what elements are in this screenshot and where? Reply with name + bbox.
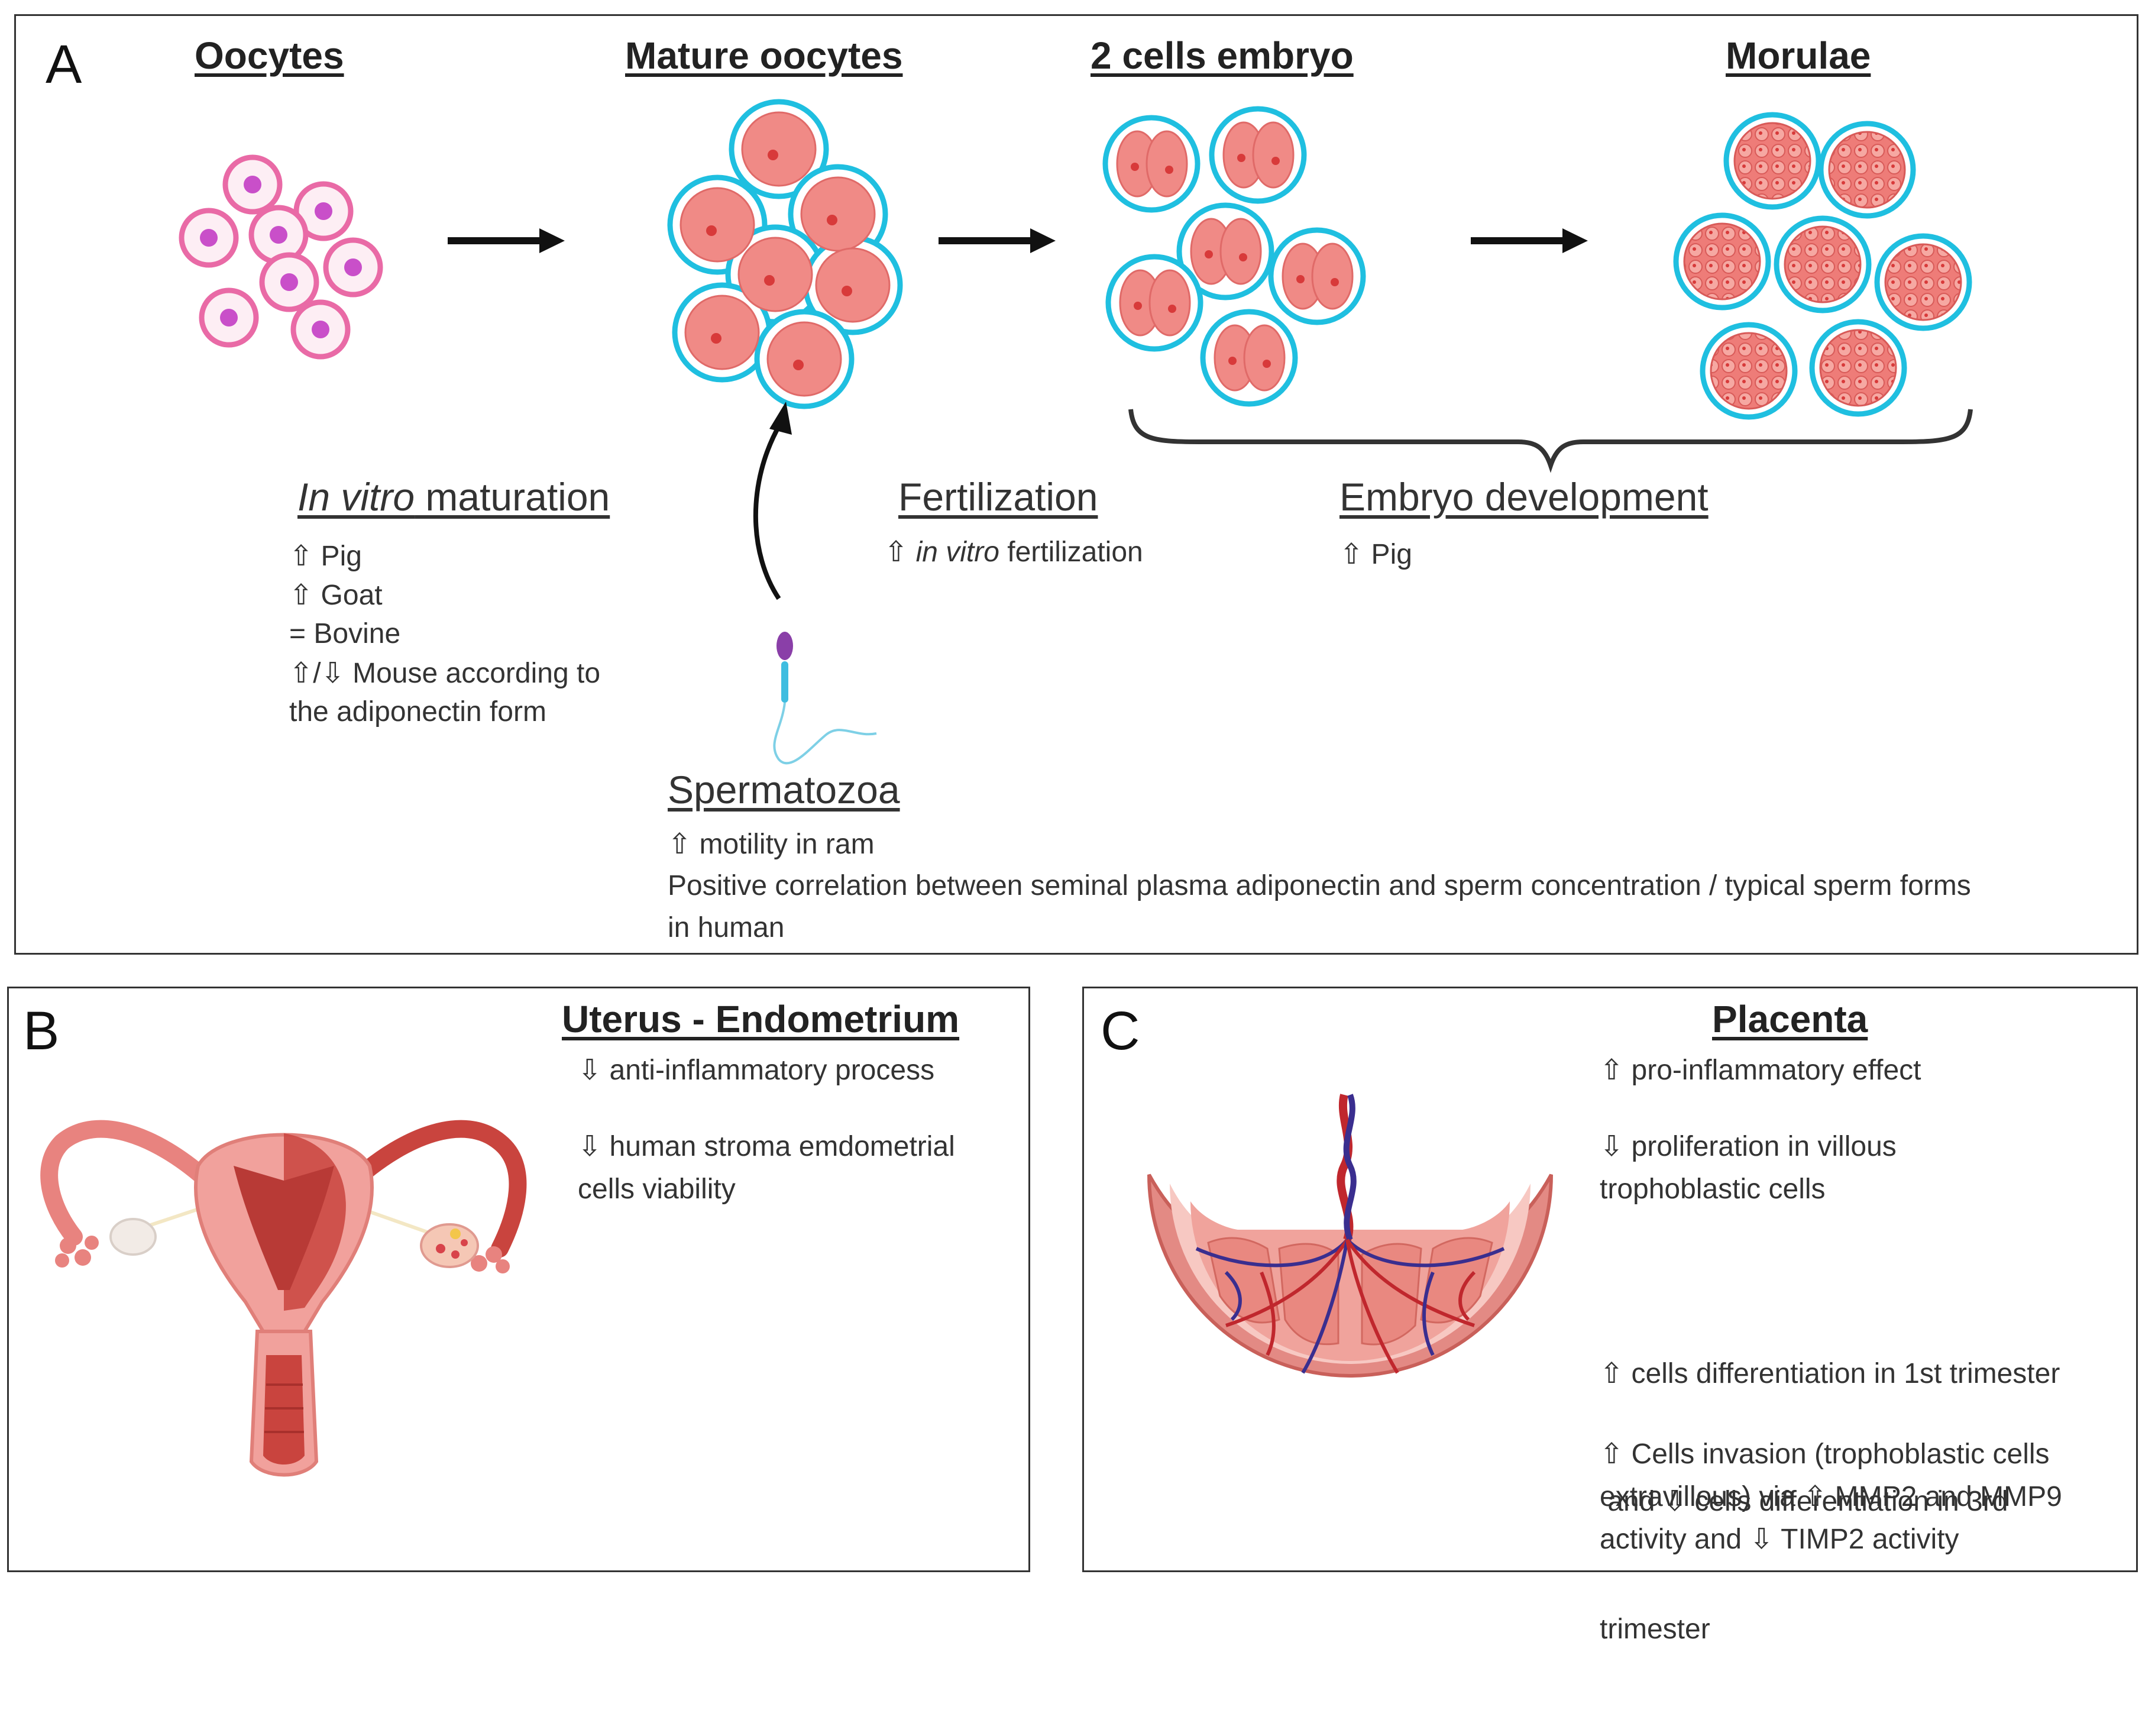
stage-title-oocytes: Oocytes	[195, 34, 344, 77]
placenta-paragraph-2: ⇩ proliferation in villous trophoblastic…	[1600, 1126, 2120, 1211]
placenta-line-4a: ⇧ Cells invasion (trophoblastic cells	[1600, 1438, 2050, 1470]
uterus-title: Uterus - Endometrium	[562, 998, 960, 1040]
mature-oocytes-illustration	[667, 99, 903, 409]
placenta-line-2a: ⇩ proliferation in villous	[1600, 1131, 1897, 1162]
ivm-line-1: ⇧ Pig	[289, 541, 362, 572]
embryo-development-line: ⇧ Pig	[1339, 539, 1412, 570]
morulae-illustration	[1673, 112, 1972, 420]
sperm-arrow-icon	[753, 402, 792, 600]
panel-letter: C	[1101, 1001, 1140, 1061]
spermatozoa-line-3: in human	[668, 912, 785, 943]
ivm-title: In vitro maturation	[297, 475, 610, 519]
two-cell-embryo-illustration	[1102, 106, 1366, 407]
spermatozoa-title: Spermatozoa	[668, 768, 900, 812]
spermatozoon-icon	[773, 632, 877, 765]
placenta-line-3a: ⇧ cells differentiation in 1st trimester	[1600, 1358, 2060, 1389]
panel-c: C Placenta ⇧ pro-inflammatory effect ⇩ p…	[1082, 987, 2138, 1645]
embryo-development-title: Embryo development	[1339, 475, 1709, 519]
stage-title-2-cells-embryo: 2 cells embryo	[1091, 34, 1354, 77]
panel-letter: B	[23, 1001, 60, 1061]
panel-b: B Uterus - Endometrium ⇩ anti-inflammato…	[7, 987, 1030, 1572]
arrow-1-icon	[448, 228, 565, 253]
ivm-line-4: ⇧/⇩ Mouse according to	[289, 658, 601, 689]
ivm-line-5: the adiponectin form	[289, 696, 546, 728]
placenta-line-4c: activity and ⇩ TIMP2 activity	[1600, 1524, 1959, 1555]
uterus-paragraph-2: ⇩ human stroma emdometrial cells viabili…	[578, 1126, 1015, 1211]
placenta-paragraph-3: ⇧ cells differentiation in 1st trimester…	[1600, 1268, 2120, 1736]
oocytes-illustration	[179, 154, 383, 360]
stage-title-mature-oocytes: Mature oocytes	[625, 34, 903, 77]
arrow-2-icon	[939, 228, 1056, 253]
placenta-line-3c: trimester	[1600, 1614, 1710, 1645]
embryo-development-brace	[1128, 409, 1973, 473]
panel-a: A Oocytes Mature oocytes 2 cells embryo …	[14, 14, 2138, 955]
panel-letter: A	[46, 34, 82, 95]
fertilization-line: ⇧ in vitro fertilization	[884, 536, 1143, 568]
spermatozoa-line-1: ⇧ motility in ram	[668, 829, 875, 860]
uterus-line-2a: ⇩ human stroma emdometrial	[578, 1131, 955, 1162]
ivm-line-3: = Bovine	[289, 618, 401, 649]
ivm-line-2: ⇧ Goat	[289, 580, 383, 611]
arrow-3-icon	[1471, 228, 1588, 253]
placenta-line-3b: and ⇩ cells differentiation in 3rd	[1600, 1486, 2008, 1517]
fertilization-title: Fertilization	[898, 475, 1098, 519]
uterus-line-2b: cells viability	[578, 1174, 736, 1205]
placenta-line-4b: extravillous) via ⇧ MMP2 and MMP9	[1600, 1481, 2062, 1512]
placenta-paragraph-4: ⇧ Cells invasion (trophoblastic cells ex…	[1600, 1433, 2120, 1561]
placenta-title: Placenta	[1712, 998, 1868, 1040]
spermatozoa-line-2: Positive correlation between seminal pla…	[668, 870, 1971, 901]
placenta-line-2b: trophoblastic cells	[1600, 1174, 1826, 1205]
uterus-line-1: ⇩ anti-inflammatory process	[578, 1055, 935, 1086]
uterus-illustration	[40, 1120, 527, 1477]
stage-title-morulae: Morulae	[1726, 34, 1871, 77]
placenta-line-1: ⇧ pro-inflammatory effect	[1600, 1055, 1921, 1086]
placenta-illustration	[1147, 1094, 1553, 1378]
